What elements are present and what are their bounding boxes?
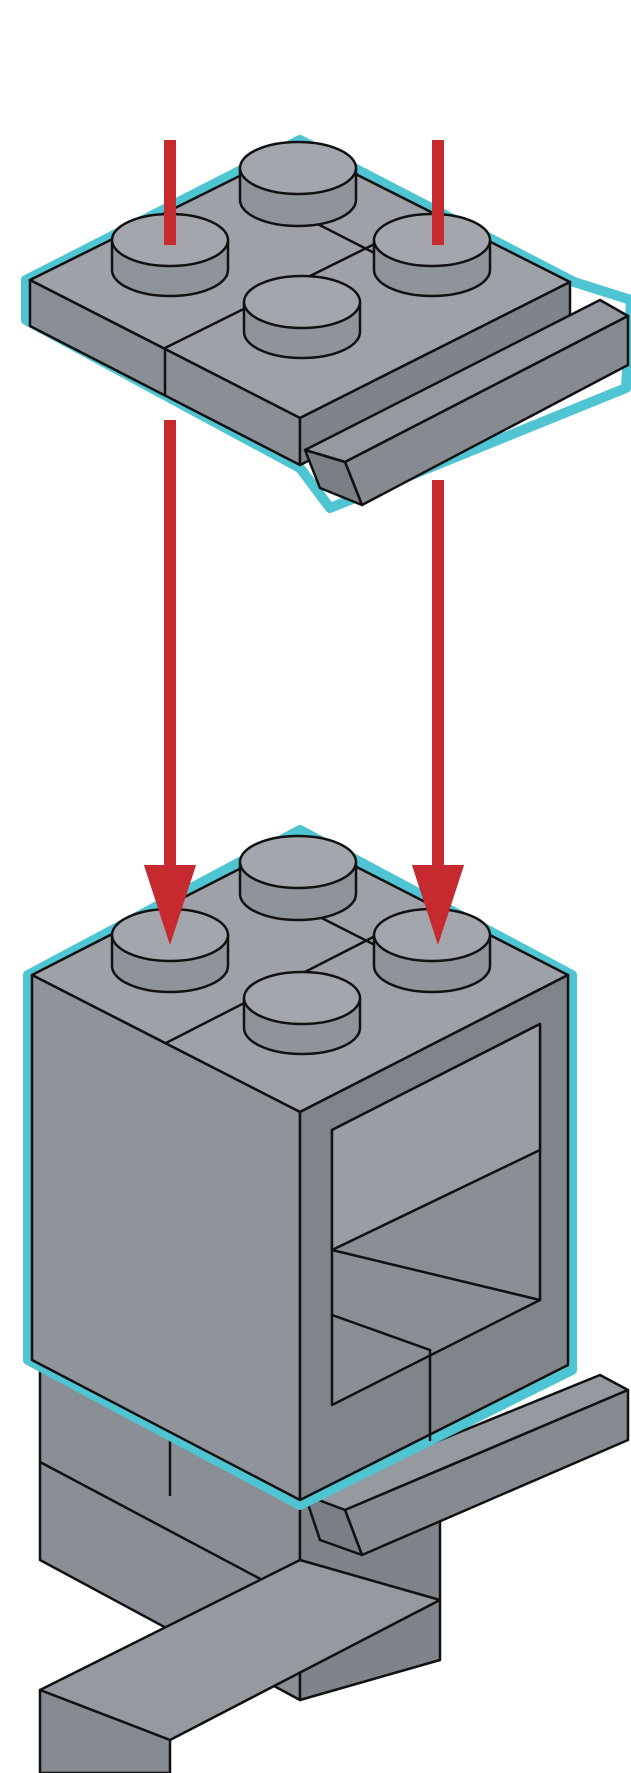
plate-2x2-with-rail [26,140,631,508]
brick-stud [240,836,356,920]
plate-stud [240,142,356,226]
brick-stud [244,972,360,1054]
plate-stud [244,276,360,358]
brick-1x2x2-frame [28,830,572,1505]
